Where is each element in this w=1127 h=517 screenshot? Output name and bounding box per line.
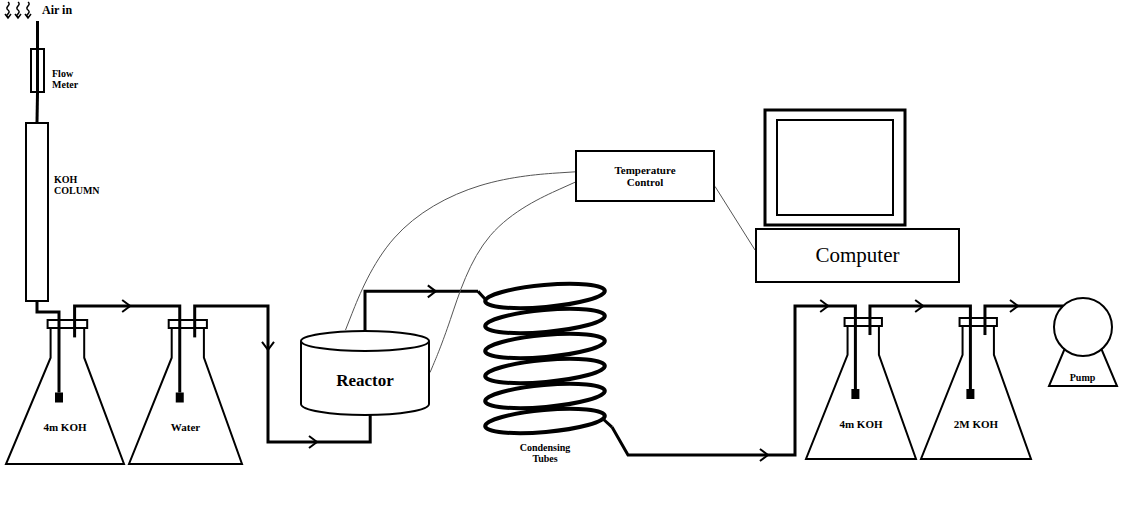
signal-wire xyxy=(715,186,755,250)
gas-pipe xyxy=(985,300,1045,318)
flow-arrow xyxy=(1010,300,1018,312)
outlet-tube xyxy=(983,318,986,335)
dip-tube xyxy=(178,320,181,393)
node-label: Water xyxy=(171,421,200,433)
node-label: KOH COLUMN xyxy=(54,174,100,196)
gas-diffuser xyxy=(851,389,859,399)
gas-diffuser xyxy=(966,389,974,399)
gas-pipe xyxy=(37,302,59,320)
air-inflow-symbol xyxy=(5,2,31,18)
coil-loop xyxy=(484,380,605,412)
flow-meter-outline xyxy=(30,48,45,93)
flask: 4m KOH xyxy=(5,320,125,465)
reactor-vessel: Reactor xyxy=(300,330,430,415)
flask-body xyxy=(129,328,242,464)
gas-pipe xyxy=(37,93,39,122)
coil-loop xyxy=(484,280,605,312)
connector-line xyxy=(430,182,575,372)
computer-box: Computer xyxy=(755,228,960,283)
signal-wire xyxy=(430,182,575,372)
pump-inlet xyxy=(1045,305,1063,308)
dip-tube xyxy=(969,318,972,389)
reactor-lid xyxy=(301,331,429,351)
gas-pipe xyxy=(870,300,970,318)
flask-stopper xyxy=(169,320,207,328)
flask: 4m KOH xyxy=(805,318,917,460)
coil-loop xyxy=(484,405,605,437)
flask-outline xyxy=(5,320,125,465)
coil-loop xyxy=(484,330,605,362)
gas-diffuser xyxy=(55,393,63,403)
condensing-coil: Condensing Tubes xyxy=(478,282,612,438)
coil-loop xyxy=(484,305,605,337)
gas-pipe xyxy=(365,285,478,330)
air-squiggle xyxy=(25,2,31,18)
monitor-frame xyxy=(765,110,905,225)
outlet-tube xyxy=(73,320,76,337)
flow-arrow xyxy=(760,449,768,461)
flask-body xyxy=(806,326,916,459)
flask-body xyxy=(6,328,124,464)
gas-pipe xyxy=(75,300,180,320)
air-squiggle xyxy=(15,2,21,18)
flask-outline xyxy=(920,318,1032,460)
flow-meter: Flow Meter xyxy=(30,48,45,93)
koh-column-outline xyxy=(25,122,49,302)
air-inlet-pipe xyxy=(36,21,39,48)
node-label: 4m KOH xyxy=(839,418,882,430)
connector-line xyxy=(37,302,59,320)
flow-arrow xyxy=(820,300,828,312)
flask-stopper xyxy=(48,320,88,328)
flow-arrow xyxy=(309,436,317,448)
dip-tube xyxy=(58,320,61,393)
koh-column: KOH COLUMN xyxy=(25,122,49,302)
node-label: Condensing Tubes xyxy=(520,442,571,464)
node-label: Temperature Control xyxy=(614,164,675,188)
connector-line xyxy=(36,93,40,122)
temperature-control-box: Temperature Control xyxy=(575,150,715,202)
reactor-wall xyxy=(301,341,429,415)
flow-arrow xyxy=(262,342,274,350)
flow-arrow xyxy=(122,300,130,312)
node-label: Pump xyxy=(1070,372,1096,383)
flask-stopper xyxy=(845,318,882,326)
flask-outline xyxy=(128,320,243,465)
flask-body xyxy=(921,326,1031,459)
coil-inlet xyxy=(478,291,486,300)
pump: Pump xyxy=(1045,296,1120,388)
pipe-through xyxy=(36,48,39,93)
outlet-tube xyxy=(193,320,196,337)
computer-monitor xyxy=(765,110,905,225)
node-label: 2M KOH xyxy=(954,418,998,430)
outlet-tube xyxy=(868,318,871,335)
connector-line xyxy=(365,291,478,330)
flow-meter-body xyxy=(31,49,44,92)
condensing-coil-outline xyxy=(478,282,612,438)
air-squiggle xyxy=(5,2,11,18)
flask-outline xyxy=(805,318,917,460)
monitor-screen xyxy=(777,120,893,215)
node-label: Flow Meter xyxy=(52,68,78,90)
gas-diffuser xyxy=(176,393,184,403)
flask: Water xyxy=(128,320,243,465)
flask-stopper xyxy=(960,318,997,326)
inflow-label: Air in xyxy=(42,4,72,17)
connector-line xyxy=(715,186,755,250)
dip-tube xyxy=(854,318,857,389)
coil-outlet xyxy=(602,418,612,427)
node-label: Reactor xyxy=(336,372,394,391)
node-label: 4m KOH xyxy=(43,421,86,433)
flow-arrow xyxy=(428,285,436,297)
flow-arrow xyxy=(915,300,923,312)
coil-loop xyxy=(484,355,605,387)
koh-column-body xyxy=(26,123,48,301)
flask: 2M KOH xyxy=(920,318,1032,460)
node-label: Computer xyxy=(816,244,900,267)
